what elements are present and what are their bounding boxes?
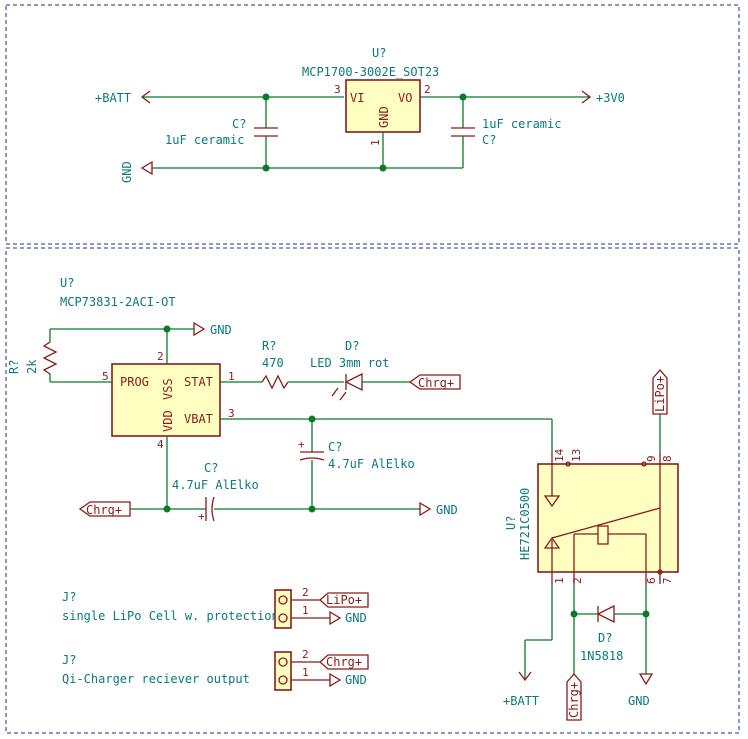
svg-text:STAT: STAT bbox=[184, 375, 213, 389]
connector-qi: J? Qi-Charger reciever output 2 1 Chrg+ … bbox=[62, 648, 369, 691]
svg-text:8: 8 bbox=[661, 455, 674, 462]
regulator-in-net: +BATT bbox=[95, 91, 131, 105]
gnd-arrow-vdd bbox=[419, 501, 432, 517]
svg-text:+: + bbox=[198, 510, 205, 523]
regulator-gnd-net: GND bbox=[120, 161, 134, 183]
svg-text:2: 2 bbox=[424, 83, 431, 96]
charger-body bbox=[111, 363, 221, 437]
svg-text:+: + bbox=[298, 438, 305, 451]
svg-text:U?: U? bbox=[504, 516, 518, 530]
svg-text:1: 1 bbox=[302, 666, 309, 679]
svg-text:2: 2 bbox=[302, 648, 309, 661]
svg-text:470: 470 bbox=[262, 356, 284, 370]
svg-text:J?: J? bbox=[62, 653, 76, 667]
svg-text:single LiPo Cell w. protection: single LiPo Cell w. protection bbox=[62, 609, 279, 623]
svg-text:C?: C? bbox=[328, 440, 342, 454]
svg-text:2: 2 bbox=[302, 586, 309, 599]
svg-text:1: 1 bbox=[369, 139, 382, 146]
svg-text:LiPo+: LiPo+ bbox=[653, 376, 667, 412]
batt-arrow-relay bbox=[518, 671, 532, 682]
svg-text:1N5818: 1N5818 bbox=[580, 649, 623, 663]
v3-arrow bbox=[581, 90, 592, 104]
rprog-resistor bbox=[42, 341, 58, 375]
svg-text:1: 1 bbox=[228, 370, 235, 383]
svg-text:VBAT: VBAT bbox=[184, 412, 213, 426]
svg-text:1uF ceramic: 1uF ceramic bbox=[165, 133, 244, 147]
svg-text:3: 3 bbox=[334, 83, 341, 96]
svg-text:GND: GND bbox=[377, 106, 391, 128]
svg-text:HE721C0500: HE721C0500 bbox=[518, 488, 532, 560]
svg-text:J?: J? bbox=[62, 590, 76, 604]
svg-text:VSS: VSS bbox=[161, 378, 175, 400]
svg-text:3: 3 bbox=[228, 407, 235, 420]
svg-text:6: 6 bbox=[645, 577, 658, 584]
svg-text:R?: R? bbox=[7, 360, 21, 374]
svg-text:1: 1 bbox=[302, 604, 309, 617]
svg-text:GND: GND bbox=[345, 673, 367, 687]
svg-text:VO: VO bbox=[398, 91, 412, 105]
svg-text:C?: C? bbox=[232, 117, 246, 131]
svg-text:Qi-Charger reciever output: Qi-Charger reciever output bbox=[62, 672, 250, 686]
svg-text:GND: GND bbox=[345, 611, 367, 625]
led-diode bbox=[331, 372, 363, 401]
connector-lipo: J? single LiPo Cell w. protection 2 1 Li… bbox=[62, 586, 369, 629]
svg-text:+BATT: +BATT bbox=[503, 694, 539, 708]
svg-text:Chrg+: Chrg+ bbox=[567, 682, 581, 718]
svg-text:GND: GND bbox=[436, 503, 458, 517]
regulator-section: U? MCP1700-3002E_SOT23 +BATT VI VO GND 3… bbox=[95, 46, 625, 183]
gnd-arrow-reg bbox=[140, 160, 153, 176]
regulator-ref: U? bbox=[372, 46, 386, 60]
svg-text:4: 4 bbox=[157, 438, 164, 451]
svg-text:Chrg+: Chrg+ bbox=[86, 503, 122, 517]
gnd-arrow-vss bbox=[193, 321, 206, 337]
svg-text:Chrg+: Chrg+ bbox=[326, 655, 362, 669]
regulator-out-net: +3V0 bbox=[596, 91, 625, 105]
svg-text:GND: GND bbox=[628, 694, 650, 708]
svg-text:5: 5 bbox=[102, 370, 109, 383]
svg-text:C?: C? bbox=[204, 461, 218, 475]
svg-text:13: 13 bbox=[570, 449, 583, 462]
svg-text:1uF ceramic: 1uF ceramic bbox=[482, 117, 561, 131]
regulator-part: MCP1700-3002E_SOT23 bbox=[302, 65, 439, 79]
relay-body bbox=[537, 463, 679, 573]
svg-text:U?: U? bbox=[60, 276, 74, 290]
svg-text:GND: GND bbox=[210, 323, 232, 337]
svg-text:VI: VI bbox=[350, 91, 364, 105]
svg-text:D?: D? bbox=[345, 339, 359, 353]
charger-frame bbox=[5, 247, 740, 734]
led-chrg-label bbox=[408, 374, 461, 390]
relay-section: U? HE721C0500 14 13 9 8 1 2 6 7 LiPo+ bbox=[503, 369, 679, 721]
svg-text:2k: 2k bbox=[25, 359, 39, 374]
regulator-frame bbox=[5, 4, 740, 245]
svg-text:2: 2 bbox=[571, 577, 584, 584]
svg-text:VDD: VDD bbox=[161, 410, 175, 432]
svg-text:4.7uF AlElko: 4.7uF AlElko bbox=[172, 478, 259, 492]
schottky-diode bbox=[596, 604, 615, 624]
svg-text:C?: C? bbox=[482, 133, 496, 147]
svg-text:LED 3mm rot: LED 3mm rot bbox=[310, 356, 389, 370]
relay-chrg-label bbox=[566, 673, 582, 721]
svg-text:PROG: PROG bbox=[120, 375, 149, 389]
svg-text:LiPo+: LiPo+ bbox=[326, 593, 362, 607]
svg-text:Chrg+: Chrg+ bbox=[418, 376, 454, 390]
svg-text:2: 2 bbox=[157, 350, 164, 363]
svg-text:4.7uF AlElko: 4.7uF AlElko bbox=[328, 457, 415, 471]
svg-text:R?: R? bbox=[262, 339, 276, 353]
rled-resistor bbox=[261, 374, 289, 390]
gnd-arrow-relay bbox=[638, 673, 654, 686]
svg-text:14: 14 bbox=[553, 448, 566, 462]
svg-text:7: 7 bbox=[661, 577, 674, 584]
charger-section: U? MCP73831-2ACI-OT PROG STAT VBAT VSS V… bbox=[7, 276, 553, 523]
svg-text:9: 9 bbox=[645, 455, 658, 462]
svg-text:1: 1 bbox=[553, 577, 566, 584]
svg-text:MCP73831-2ACI-OT: MCP73831-2ACI-OT bbox=[60, 295, 176, 309]
svg-text:D?: D? bbox=[598, 631, 612, 645]
